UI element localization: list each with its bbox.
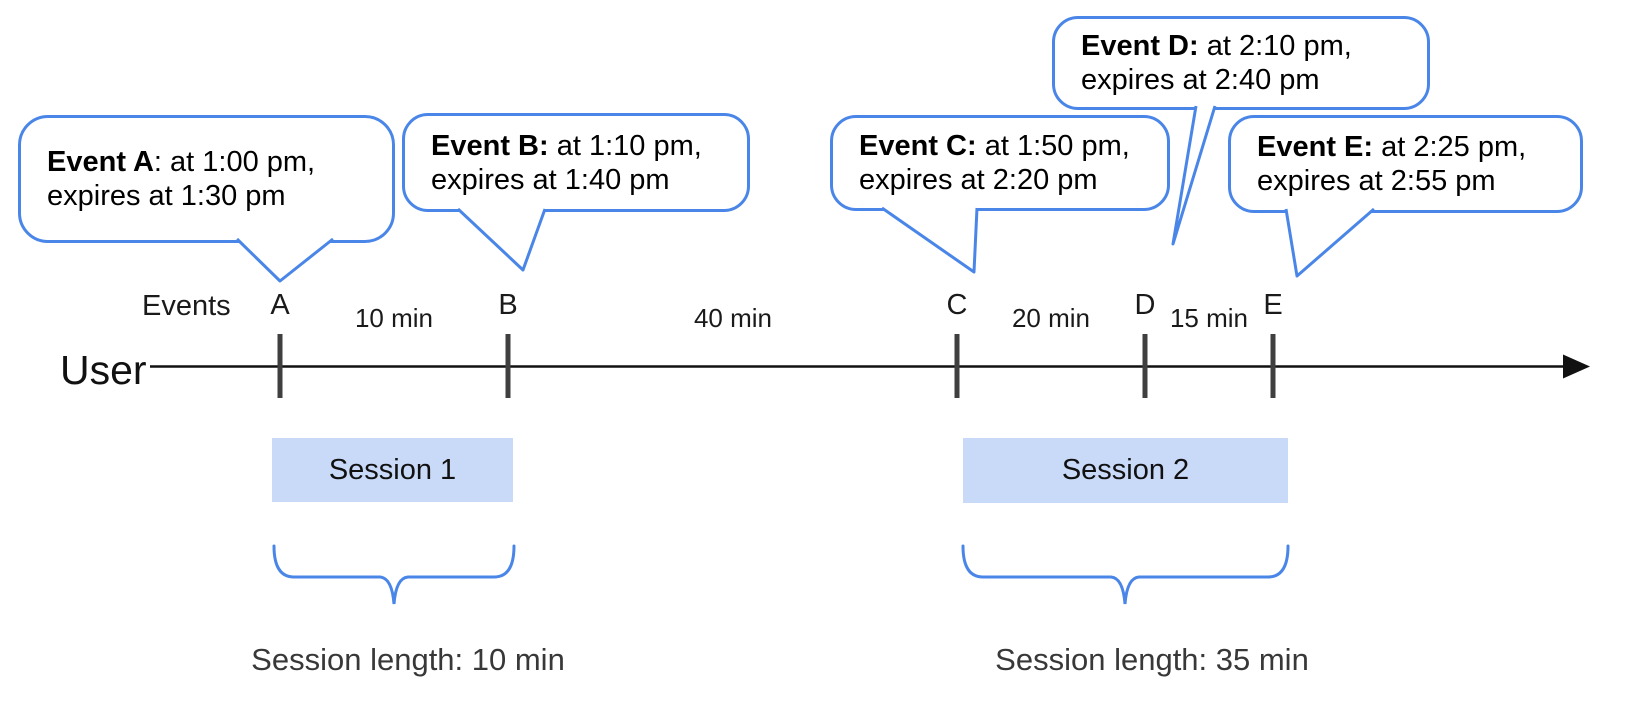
callout-e-time: at 2:25 pm, [1373,131,1527,163]
callout-event-a: Event A: at 1:00 pm, expires at 1:30 pm [18,115,395,243]
callout-e-line1: Event E: at 2:25 pm, [1257,130,1580,164]
callout-a-time: : at 1:00 pm, [153,146,316,178]
callout-e-line2: expires at 2:55 pm [1257,165,1496,197]
callout-e-tail [1284,207,1375,278]
interval-a-b-label: 10 min [354,303,434,333]
callout-d-title: Event D: [1081,30,1199,62]
callout-d-tail [1171,105,1217,246]
session-2-label: Session 2 [1061,454,1190,486]
callout-event-b: Event B: at 1:10 pm, expires at 1:40 pm [402,113,750,212]
interval-d-e-label: 15 min [1169,303,1249,333]
callout-c-time: at 1:50 pm, [976,130,1130,162]
callout-event-e: Event E: at 2:25 pm, expires at 2:55 pm [1228,115,1583,213]
timeline-arrowhead-icon [1563,354,1590,379]
callout-b-line2: expires at 1:40 pm [431,163,670,196]
event-mark-a: A [270,289,290,321]
callout-a-line2: expires at 1:30 pm [47,180,286,212]
brace-session-1 [272,544,516,605]
callout-b-time: at 1:10 pm, [548,129,702,162]
brace-session-2 [961,544,1290,605]
event-mark-b: B [498,289,518,321]
callout-a-title: Event A [47,146,154,178]
session-2-box: Session 2 [963,438,1288,503]
callout-event-c: Event C: at 1:50 pm, expires at 2:20 pm [830,115,1170,211]
user-axis-label: User [60,347,147,393]
events-axis-label: Events [142,290,231,322]
session-2-length-label: Session length: 35 min [995,642,1309,677]
callout-event-d: Event D: at 2:10 pm, expires at 2:40 pm [1052,16,1430,110]
callout-d-line1: Event D: at 2:10 pm, [1081,29,1427,63]
callout-c-line1: Event C: at 1:50 pm, [859,129,1167,163]
callout-a-tail [235,237,334,283]
callout-b-tail [456,207,547,272]
callout-a-line1: Event A: at 1:00 pm, [47,145,392,179]
callout-d-time: at 2:10 pm, [1198,30,1352,62]
event-mark-d: D [1134,289,1156,321]
callout-c-line2: expires at 2:20 pm [859,164,1098,196]
event-mark-c: C [946,289,968,321]
interval-b-c-label: 40 min [693,303,773,333]
callout-b-title: Event B: [431,129,549,162]
callout-e-title: Event E: [1257,131,1374,163]
interval-c-d-label: 20 min [1011,303,1091,333]
callout-d-line2: expires at 2:40 pm [1081,64,1320,96]
event-mark-e: E [1263,289,1283,321]
session-1-box: Session 1 [272,438,513,502]
callout-b-line1: Event B: at 1:10 pm, [431,129,747,163]
session-1-length-label: Session length: 10 min [251,642,565,677]
session-1-label: Session 1 [328,453,457,486]
callout-c-tail [881,206,979,274]
callout-c-title: Event C: [859,130,977,162]
